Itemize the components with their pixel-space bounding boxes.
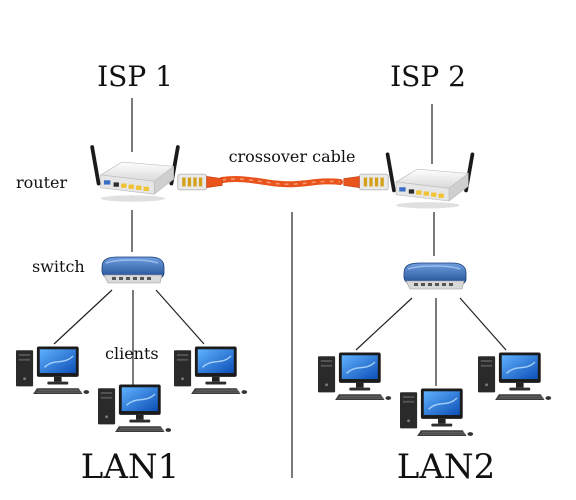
desktop-computer-icon [98,383,172,433]
switch1-client-right-link [155,289,205,345]
switch2-client-left-link [355,297,413,351]
switch-icon [403,262,467,290]
crossover-label: crossover cable [229,147,356,166]
crossover-cable [177,173,389,191]
clients-label: clients [105,344,159,363]
router-icon [90,145,180,204]
lan1-label: LAN1 [81,447,180,487]
lan2-label: LAN2 [397,447,496,487]
isp1-label: ISP 1 [97,60,173,93]
desktop-computer-icon [174,345,248,395]
switch1-client-left-link [53,289,113,345]
cable-connector-icon [177,173,223,191]
cable-connector-icon [343,173,389,191]
desktop-computer-icon [318,351,392,401]
router-icon [385,152,475,211]
desktop-computer-icon [400,387,474,437]
isp2-label: ISP 2 [390,60,466,93]
switch2-client-right-link [459,297,507,351]
connection-lines [53,98,507,478]
switch-icon [101,256,165,284]
desktop-computer-icon [478,351,552,401]
desktop-computer-icon [16,345,90,395]
switch-label: switch [32,257,85,276]
router-label: router [16,173,67,192]
